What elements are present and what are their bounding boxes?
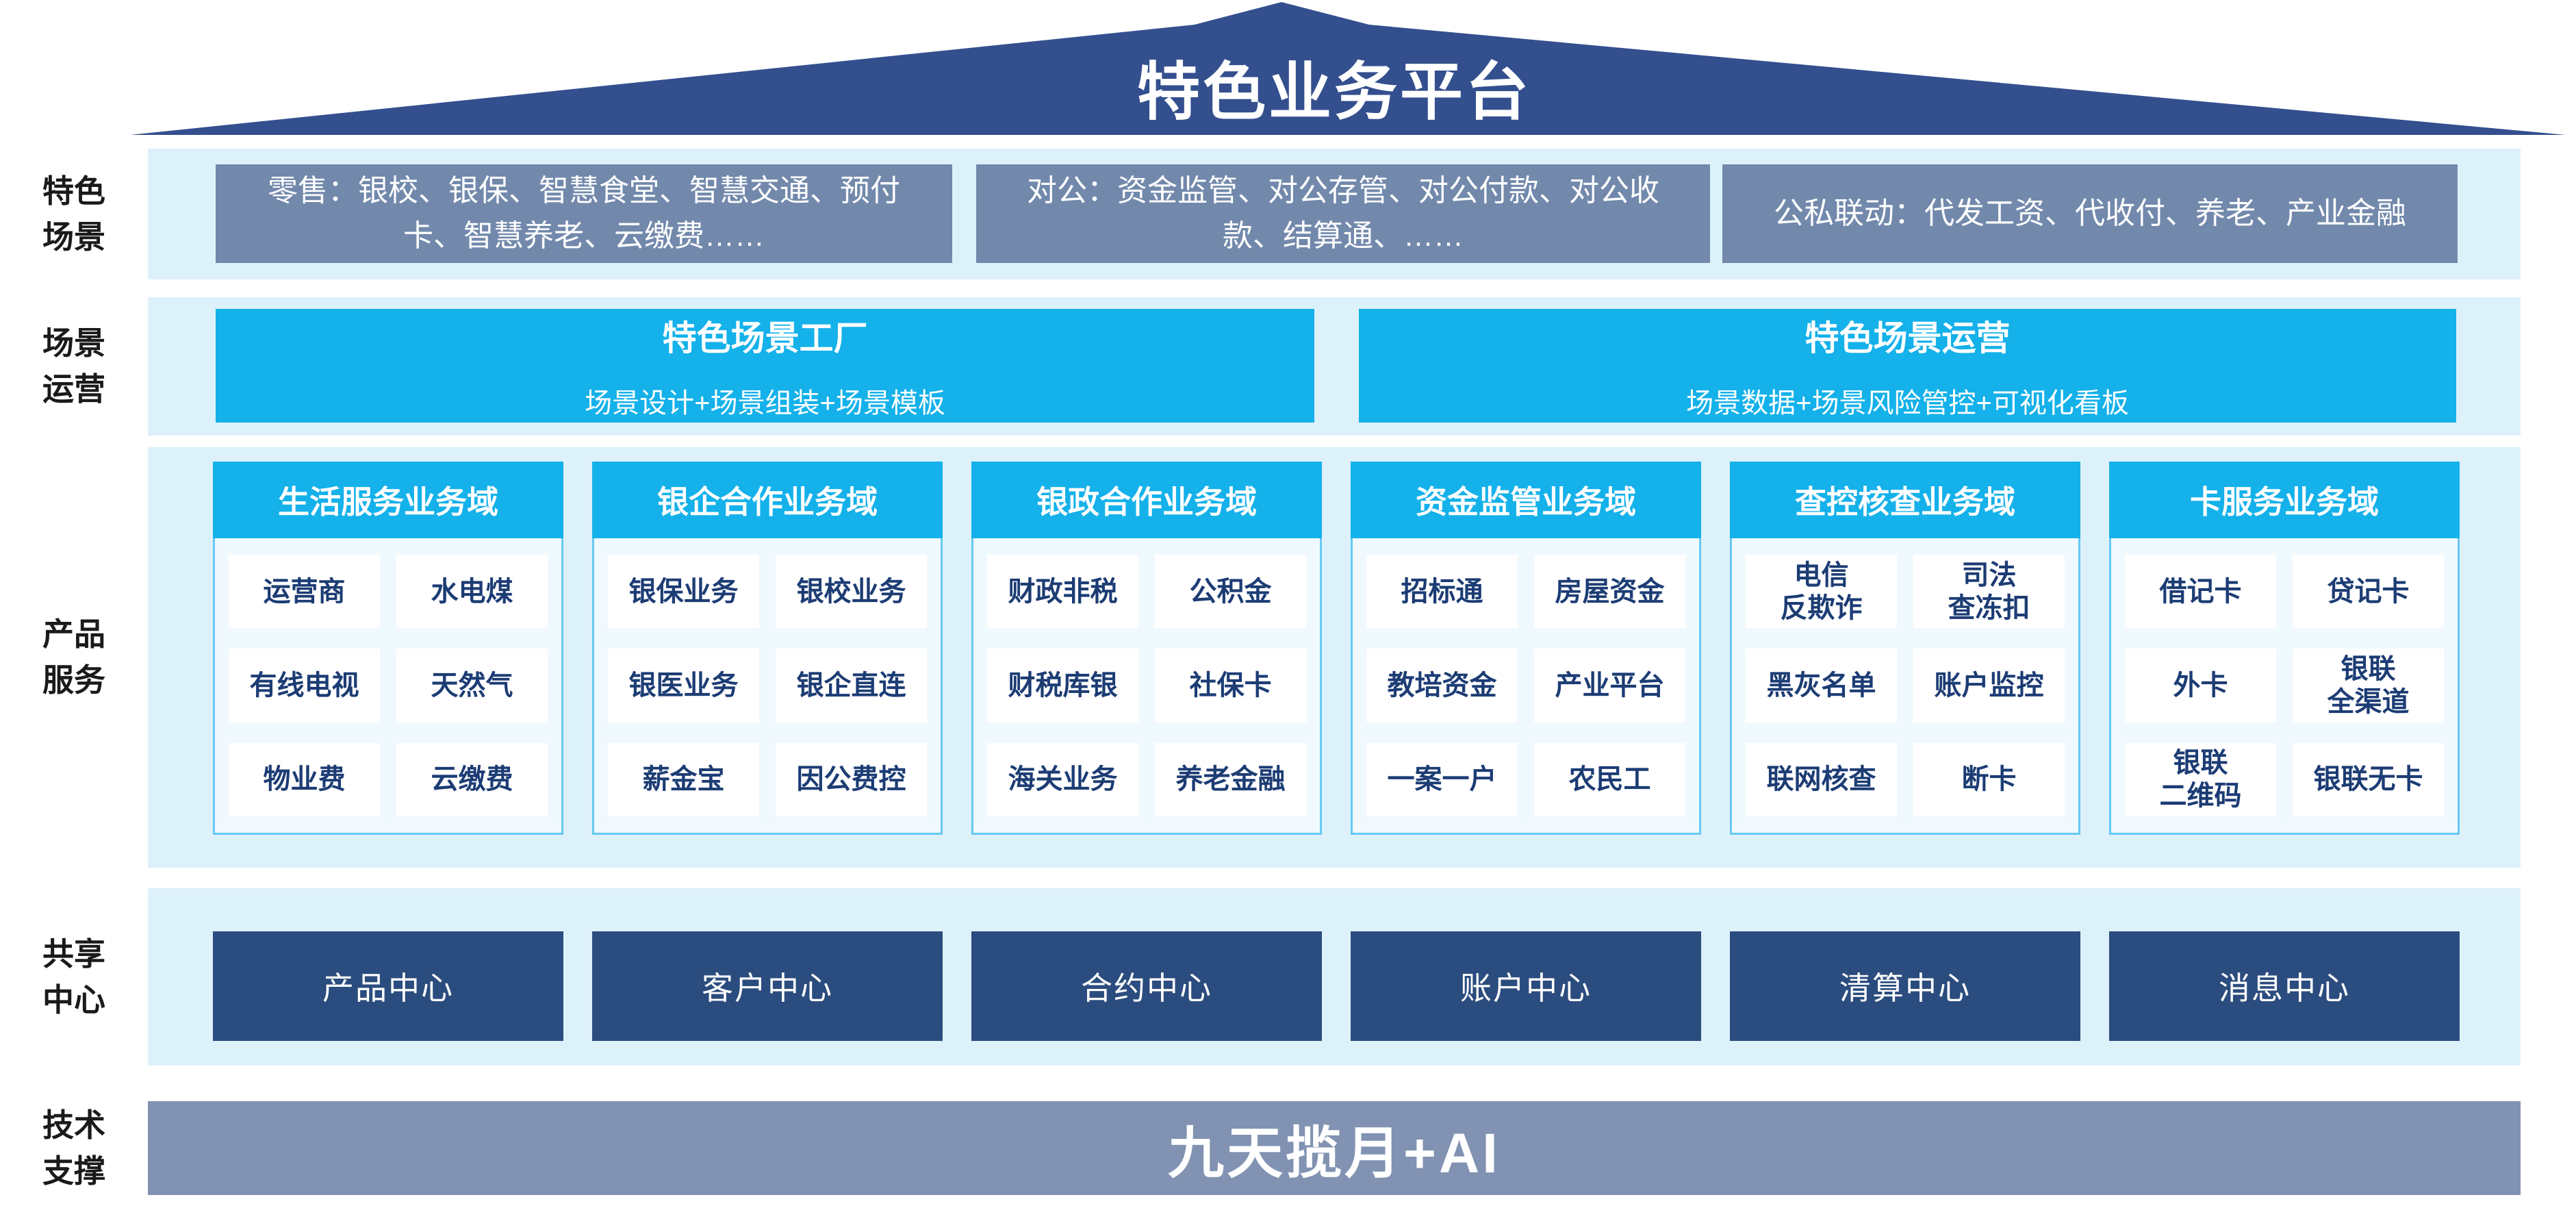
column-body: 财政非税 公积金 财税库银 社保卡 海关业务 养老金融: [971, 538, 1322, 835]
center-customer: 客户中心: [592, 931, 943, 1041]
product-cell: 银保业务: [608, 555, 759, 629]
center-product: 产品中心: [213, 931, 563, 1041]
product-cell: 有线电视: [229, 649, 380, 722]
center-clearing: 清算中心: [1730, 931, 2080, 1041]
scene-factory-title: 特色场景工厂: [662, 319, 868, 357]
product-column-life-services: 生活服务业务域 运营商 水电煤 有线电视 天然气 物业费 云缴费: [213, 462, 563, 835]
product-cell: 断卡: [1913, 742, 2065, 816]
roof-shape: [130, 2, 2566, 135]
column-header: 银企合作业务域: [592, 462, 943, 538]
product-cell: 联网核查: [1746, 742, 1897, 816]
scene-box-corporate: 对公：资金监管、对公存管、对公付款、对公收款、结算通、……: [976, 164, 1710, 263]
product-cell: 天然气: [396, 649, 548, 722]
platform-title: 特色业务平台: [1136, 58, 1531, 127]
product-column-inquiry-control: 查控核查业务域 电信 反欺诈 司法 查冻扣 黑灰名单 账户监控 联网核查 断卡: [1730, 462, 2080, 835]
product-cell: 财政非税: [987, 555, 1138, 629]
column-header: 卡服务业务域: [2109, 462, 2460, 538]
tech-platform-bar: 九天揽月+AI: [148, 1101, 2521, 1195]
column-body: 电信 反欺诈 司法 查冻扣 黑灰名单 账户监控 联网核查 断卡: [1730, 538, 2080, 835]
product-cell: 薪金宝: [608, 742, 759, 816]
product-column-bank-government: 银政合作业务域 财政非税 公积金 财税库银 社保卡 海关业务 养老金融: [971, 462, 1322, 835]
column-header: 生活服务业务域: [213, 462, 563, 538]
scene-box-retail: 零售：银校、银保、智慧食堂、智慧交通、预付卡、智慧养老、云缴费……: [216, 164, 952, 263]
center-contract: 合约中心: [971, 931, 1322, 1041]
product-cell: 银校业务: [776, 555, 927, 629]
product-cell: 水电煤: [396, 555, 548, 629]
row-label-scene: 特色 场景: [42, 173, 105, 255]
center-message: 消息中心: [2109, 931, 2460, 1041]
scene-factory-subtitle: 场景设计+场景组装+场景模板: [585, 388, 945, 418]
product-cell: 一案一户: [1366, 742, 1518, 816]
product-column-card-services: 卡服务业务域 借记卡 贷记卡 外卡 银联 全渠道 银联 二维码 银联无卡: [2109, 462, 2460, 835]
product-cell: 因公费控: [776, 742, 927, 816]
product-cell: 银联 二维码: [2125, 742, 2276, 816]
row-label-product: 产品 服务: [42, 616, 105, 698]
row-label-tech: 技术 支撑: [42, 1107, 105, 1189]
column-body: 运营商 水电煤 有线电视 天然气 物业费 云缴费: [213, 538, 563, 835]
product-cell: 财税库银: [987, 649, 1138, 722]
center-account: 账户中心: [1351, 931, 1701, 1041]
product-cell: 海关业务: [987, 742, 1138, 816]
column-header: 查控核查业务域: [1730, 462, 2080, 538]
product-cell: 社保卡: [1155, 649, 1306, 722]
product-cell: 银联 全渠道: [2293, 649, 2444, 722]
scene-operation-title: 特色场景运营: [1805, 319, 2011, 357]
column-body: 银保业务 银校业务 银医业务 银企直连 薪金宝 因公费控: [592, 538, 943, 835]
product-cell: 银联无卡: [2293, 742, 2444, 816]
product-cell: 公积金: [1155, 555, 1306, 629]
product-cell: 招标通: [1366, 555, 1518, 629]
product-cell: 教培资金: [1366, 649, 1518, 722]
product-column-fund-supervision: 资金监管业务域 招标通 房屋资金 教培资金 产业平台 一案一户 农民工: [1351, 462, 1701, 835]
scene-factory-box: 特色场景工厂 场景设计+场景组装+场景模板: [216, 309, 1314, 423]
product-cell: 房屋资金: [1534, 555, 1685, 629]
product-cell: 产业平台: [1534, 649, 1685, 722]
product-cell: 账户监控: [1913, 649, 2065, 722]
product-cell: 养老金融: [1155, 742, 1306, 816]
product-cell: 运营商: [229, 555, 380, 629]
row-label-operation: 场景 运营: [42, 325, 105, 407]
column-header: 银政合作业务域: [971, 462, 1322, 538]
product-cell: 贷记卡: [2293, 555, 2444, 629]
product-cell: 黑灰名单: [1746, 649, 1897, 722]
product-cell: 外卡: [2125, 649, 2276, 722]
column-header: 资金监管业务域: [1351, 462, 1701, 538]
scene-box-linkage: 公私联动：代发工资、代收付、养老、产业金融: [1722, 164, 2458, 263]
product-cell: 电信 反欺诈: [1746, 555, 1897, 629]
product-cell: 银医业务: [608, 649, 759, 722]
product-cell: 银企直连: [776, 649, 927, 722]
product-band: 生活服务业务域 运营商 水电煤 有线电视 天然气 物业费 云缴费 银企合作业务域…: [148, 447, 2521, 868]
column-body: 招标通 房屋资金 教培资金 产业平台 一案一户 农民工: [1351, 538, 1701, 835]
scene-band: 零售：银校、银保、智慧食堂、智慧交通、预付卡、智慧养老、云缴费…… 对公：资金监…: [148, 149, 2521, 279]
column-body: 借记卡 贷记卡 外卡 银联 全渠道 银联 二维码 银联无卡: [2109, 538, 2460, 835]
product-cell: 司法 查冻扣: [1913, 555, 2065, 629]
operation-band: 特色场景工厂 场景设计+场景组装+场景模板 特色场景运营 场景数据+场景风险管控…: [148, 297, 2521, 436]
row-label-shared: 共享 中心: [42, 935, 105, 1018]
scene-operation-box: 特色场景运营 场景数据+场景风险管控+可视化看板: [1359, 309, 2456, 423]
shared-band: 产品中心 客户中心 合约中心 账户中心 清算中心 消息中心: [148, 888, 2521, 1066]
product-cell: 云缴费: [396, 742, 548, 816]
product-column-bank-enterprise: 银企合作业务域 银保业务 银校业务 银医业务 银企直连 薪金宝 因公费控: [592, 462, 943, 835]
product-cell: 物业费: [229, 742, 380, 816]
product-cell: 农民工: [1534, 742, 1685, 816]
scene-operation-subtitle: 场景数据+场景风险管控+可视化看板: [1686, 388, 2129, 418]
product-cell: 借记卡: [2125, 555, 2276, 629]
